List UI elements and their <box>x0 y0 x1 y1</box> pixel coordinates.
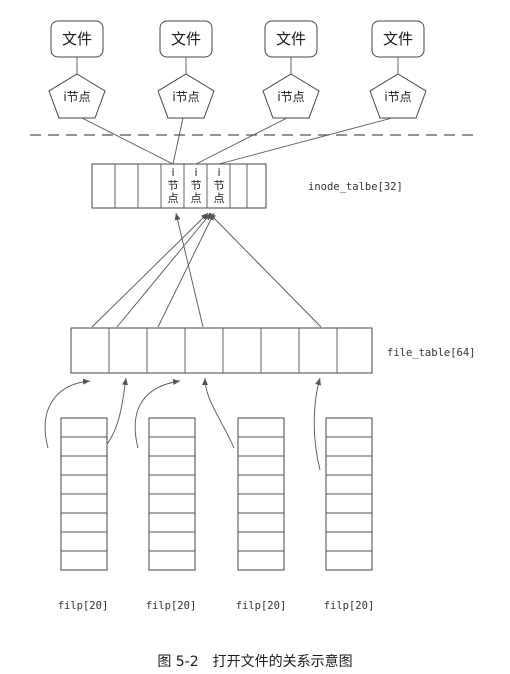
file-box-3: 文件 <box>264 20 318 58</box>
inode-label-4: i节点 <box>384 90 411 104</box>
ft-inode-arrow-4 <box>174 212 204 328</box>
filp-label-1: filp[20] <box>58 600 109 612</box>
file-label-3: 文件 <box>276 30 306 48</box>
filp-label-3: filp[20] <box>236 600 287 612</box>
inode-label-2: i节点 <box>172 90 199 104</box>
inode-pentagon-4: i节点 <box>369 73 427 119</box>
node-link-3 <box>195 117 288 165</box>
ft-inode-arrow-2 <box>116 212 212 328</box>
inode-table <box>91 163 267 209</box>
filp-arrow-5 <box>313 377 321 471</box>
file-label-4: 文件 <box>383 30 413 48</box>
file-box-1: 文件 <box>50 20 104 58</box>
ft-inode-arrow-5 <box>208 212 322 328</box>
filp-arrow-4 <box>202 377 235 449</box>
file-label-1: 文件 <box>62 30 92 48</box>
inode-pentagon-1: i节点 <box>48 73 106 119</box>
file-table <box>70 327 373 374</box>
inode-slot-1: i 节 点 <box>168 166 179 205</box>
node-link-1 <box>81 117 174 165</box>
inode-slot-1-char-2: 节 <box>168 179 179 192</box>
filp-label-2: filp[20] <box>146 600 197 612</box>
inode-pentagon-2: i节点 <box>157 73 215 119</box>
file-box-4: 文件 <box>371 20 425 58</box>
inode-slot-1-char-1: i <box>171 166 174 179</box>
inode-slot-3-char-3: 点 <box>214 192 225 205</box>
filp-table-4 <box>325 417 373 571</box>
filp-table-3 <box>237 417 285 571</box>
filp-label-4: filp[20] <box>324 600 375 612</box>
file-table-label: file_table[64] <box>387 347 476 359</box>
filp-arrow-1 <box>44 378 91 449</box>
inode-table-label: inode_talbe[32] <box>308 181 403 193</box>
filp-table-2 <box>148 417 196 571</box>
inode-slot-3: i 节 点 <box>214 166 225 205</box>
file-label-2: 文件 <box>171 30 201 48</box>
file-box-2: 文件 <box>159 20 213 58</box>
inode-slot-2: i 节 点 <box>191 166 202 205</box>
filp-arrow-2 <box>103 377 129 449</box>
filp-table-1 <box>60 417 108 571</box>
ft-inode-arrow-3 <box>157 212 215 328</box>
node-link-2 <box>172 117 184 165</box>
inode-slot-1-char-3: 点 <box>168 192 179 205</box>
inode-slot-3-char-2: 节 <box>214 179 225 192</box>
inode-pentagon-3: i节点 <box>262 73 320 119</box>
inode-label-3: i节点 <box>277 90 304 104</box>
inode-slot-2-char-1: i <box>194 166 197 179</box>
ft-inode-arrow-1 <box>91 212 209 328</box>
figure-caption: 图 5-2 打开文件的关系示意图 <box>157 653 352 670</box>
inode-slot-2-char-2: 节 <box>191 179 202 192</box>
filp-arrow-3 <box>134 379 181 449</box>
node-link-4 <box>218 117 393 165</box>
inode-label-1: i节点 <box>63 90 90 104</box>
inode-slot-3-char-1: i <box>217 166 220 179</box>
inode-slot-2-char-3: 点 <box>191 192 202 205</box>
